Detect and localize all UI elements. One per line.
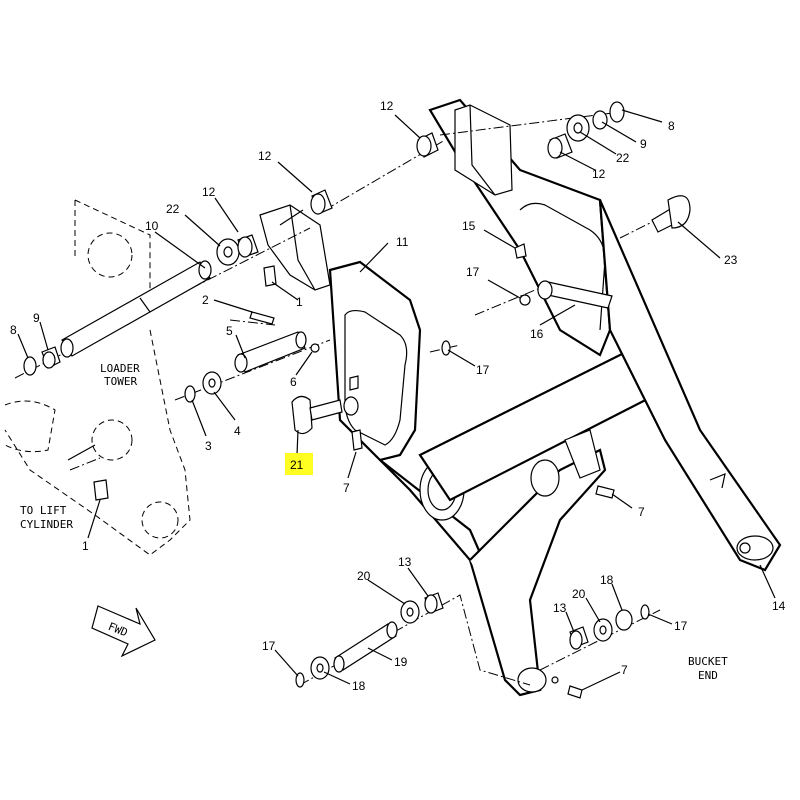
callout-5[interactable]: 5 bbox=[226, 324, 233, 338]
callout-16[interactable]: 16 bbox=[530, 327, 544, 341]
callout-1[interactable]: 1 bbox=[296, 295, 303, 309]
callout-18[interactable]: 18 bbox=[352, 679, 366, 693]
callout-numbers: 12 12 12 12 8 9 22 22 10 15 11 23 17 16 … bbox=[10, 99, 786, 693]
callout-2[interactable]: 2 bbox=[202, 293, 209, 307]
callout-3[interactable]: 3 bbox=[205, 439, 212, 453]
lift-cylinder-label: TO LIFT bbox=[20, 504, 67, 517]
highlight-21 bbox=[285, 453, 313, 475]
bucket-end-label-2: END bbox=[698, 669, 718, 682]
callout-17[interactable]: 17 bbox=[674, 619, 688, 633]
lift-cylinder-label-2: CYLINDER bbox=[20, 518, 73, 531]
callout-12[interactable]: 12 bbox=[258, 149, 272, 163]
loader-tower-label-2: TOWER bbox=[104, 375, 137, 388]
loader-arm bbox=[259, 98, 782, 697]
callout-12[interactable]: 12 bbox=[592, 167, 606, 181]
callout-6[interactable]: 6 bbox=[290, 375, 297, 389]
callout-22[interactable]: 22 bbox=[616, 151, 630, 165]
callout-19[interactable]: 19 bbox=[394, 655, 408, 669]
loader-tower-label: LOADER bbox=[100, 362, 140, 375]
callout-4[interactable]: 4 bbox=[234, 424, 241, 438]
callout-7[interactable]: 7 bbox=[621, 663, 628, 677]
callout-14[interactable]: 14 bbox=[772, 599, 786, 613]
callout-8[interactable]: 8 bbox=[10, 323, 17, 337]
callout-15[interactable]: 15 bbox=[462, 219, 476, 233]
callout-13[interactable]: 13 bbox=[398, 555, 412, 569]
callout-20[interactable]: 20 bbox=[572, 587, 586, 601]
callout-12[interactable]: 12 bbox=[202, 185, 216, 199]
callout-13[interactable]: 13 bbox=[553, 601, 567, 615]
callout-10[interactable]: 10 bbox=[145, 219, 159, 233]
callout-17[interactable]: 17 bbox=[466, 265, 480, 279]
callout-18[interactable]: 18 bbox=[600, 573, 614, 587]
callout-17[interactable]: 17 bbox=[476, 363, 490, 377]
callout-23[interactable]: 23 bbox=[724, 253, 738, 267]
callout-11[interactable]: 11 bbox=[396, 235, 409, 249]
callout-9[interactable]: 9 bbox=[33, 311, 40, 325]
callout-22[interactable]: 22 bbox=[166, 202, 180, 216]
leader-lines bbox=[17, 109, 776, 691]
bucket-end-label: BUCKET bbox=[688, 655, 728, 668]
callout-12[interactable]: 12 bbox=[380, 99, 394, 113]
callout-21[interactable]: 21 bbox=[290, 458, 304, 472]
callout-8[interactable]: 8 bbox=[668, 119, 675, 133]
callout-7[interactable]: 7 bbox=[638, 505, 645, 519]
forward-arrow: FWD bbox=[91, 605, 156, 658]
callout-7[interactable]: 7 bbox=[343, 481, 350, 495]
loader-tower: LOADER TOWER TO LIFT CYLINDER bbox=[4, 199, 191, 556]
callout-17[interactable]: 17 bbox=[262, 639, 276, 653]
hardware-parts bbox=[23, 101, 691, 699]
callout-20[interactable]: 20 bbox=[357, 569, 371, 583]
callout-9[interactable]: 9 bbox=[640, 137, 647, 151]
callout-1[interactable]: 1 bbox=[82, 539, 89, 553]
